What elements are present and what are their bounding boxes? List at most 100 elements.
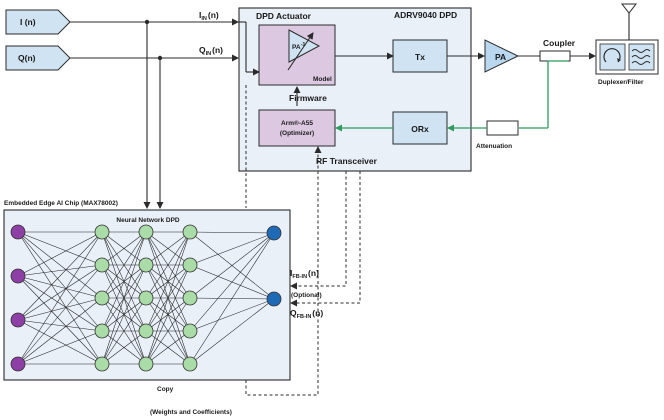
nn-connection <box>101 231 147 266</box>
copy-label: Copy <box>157 386 174 393</box>
i-input-label: I (n) <box>20 17 36 27</box>
antenna-icon <box>620 3 638 40</box>
nn-connection <box>145 330 191 365</box>
nn-connection <box>17 231 103 365</box>
nn-node <box>182 323 198 339</box>
nn-connection <box>17 297 103 365</box>
nn-node <box>138 323 154 339</box>
attenuator-block <box>486 120 519 136</box>
weights-label: (Weights and Coefficients) <box>150 409 232 416</box>
nn-node <box>10 356 26 372</box>
q-input-label: Q(n) <box>18 53 36 63</box>
nn-connection <box>17 275 103 332</box>
nn-connection <box>189 298 275 365</box>
circulator-icon <box>603 48 621 63</box>
nn-node <box>182 290 198 306</box>
nn-node <box>10 224 26 240</box>
nn-connection <box>145 297 191 365</box>
chip-title: ADRV9040 DPD <box>394 10 457 20</box>
i-input-block: I (n) <box>5 9 71 35</box>
nn-node <box>266 225 282 241</box>
nn-connection <box>17 275 103 299</box>
tx-label: Tx <box>415 52 425 62</box>
coupler-label: Coupler <box>543 38 576 48</box>
nn-connection <box>145 231 191 332</box>
nn-connection <box>17 231 103 332</box>
nn-connection <box>145 231 191 266</box>
pa-inverse-label: PA-1 <box>292 42 305 51</box>
dpd-actuator-title: DPD Actuator <box>256 11 312 21</box>
nn-connection <box>17 231 103 299</box>
nn-node <box>138 290 154 306</box>
nn-node <box>138 257 154 273</box>
nn-connection <box>101 231 147 332</box>
coupler-block <box>539 50 571 62</box>
duplexer-label: Duplexer/Filter <box>598 79 644 86</box>
nn-connection <box>189 298 275 332</box>
nn-connection <box>101 264 147 365</box>
optimizer-line1: Arm®-A55 <box>281 119 313 127</box>
nn-connection <box>101 330 147 365</box>
nn-node <box>182 257 198 273</box>
rf-transceiver-label: RF Transceiver <box>316 156 378 166</box>
firmware-label: Firmware <box>289 93 327 103</box>
nn-connection <box>17 319 103 365</box>
nn-connection <box>17 231 103 321</box>
nn-title: Neural Network DPD <box>116 217 180 224</box>
nn-node <box>138 356 154 372</box>
nn-node <box>94 224 110 240</box>
orx-label: ORx <box>411 124 429 134</box>
nn-connection <box>17 264 103 365</box>
nn-connection <box>17 264 103 321</box>
neural-network <box>10 224 282 372</box>
attenuation-label: Attenuation <box>476 143 512 150</box>
nn-node <box>182 224 198 240</box>
nn-connection <box>17 297 103 321</box>
nn-connection <box>189 232 275 332</box>
nn-connection <box>17 275 103 365</box>
q-input-block: Q(n) <box>5 45 71 71</box>
pa-amplifier <box>484 39 520 73</box>
orx-block <box>392 111 448 145</box>
nn-connection <box>189 232 275 299</box>
nn-connection <box>189 232 275 266</box>
nn-node <box>94 323 110 339</box>
nn-node <box>94 257 110 273</box>
nn-connection <box>189 231 275 234</box>
optimizer-block <box>258 109 336 147</box>
tx-block <box>392 39 448 73</box>
nn-node <box>182 356 198 372</box>
nn-connection <box>17 319 103 332</box>
nn-connection <box>145 231 191 365</box>
nn-connection <box>145 264 191 365</box>
nn-node <box>94 290 110 306</box>
filter-icon <box>631 49 651 65</box>
nn-node <box>10 312 26 328</box>
nn-connection <box>101 231 147 299</box>
copy-dashed-line <box>245 146 322 396</box>
q-fb-signal-label: QFB-IN(n) <box>290 308 323 320</box>
nn-node <box>138 224 154 240</box>
q-in-signal-label: QIN(n) <box>199 45 223 57</box>
optimizer-line2: (Optimizer) <box>280 130 314 137</box>
nn-connection <box>17 231 103 277</box>
optional-label: (Optional) <box>291 292 322 299</box>
nn-connection <box>17 264 103 277</box>
nn-connection <box>101 231 147 365</box>
model-adjust-arrow <box>287 32 314 71</box>
nn-node <box>94 356 110 372</box>
ai-chip-title: Embedded Edge AI Chip (MAX78002) <box>4 200 118 207</box>
nn-node <box>10 268 26 284</box>
nn-connection <box>189 232 275 365</box>
duplexer-filter-block <box>595 39 659 75</box>
nn-node <box>266 291 282 307</box>
i-in-signal-label: IIN(n) <box>199 10 219 22</box>
nn-connection <box>101 297 147 365</box>
nn-connection <box>17 330 103 365</box>
nn-connection <box>145 231 191 299</box>
pa-label: PA <box>495 52 506 62</box>
i-fb-signal-label: IFB-IN(n) <box>290 268 319 280</box>
q-fb-dashed-line <box>290 171 361 307</box>
nn-connection <box>17 231 103 266</box>
